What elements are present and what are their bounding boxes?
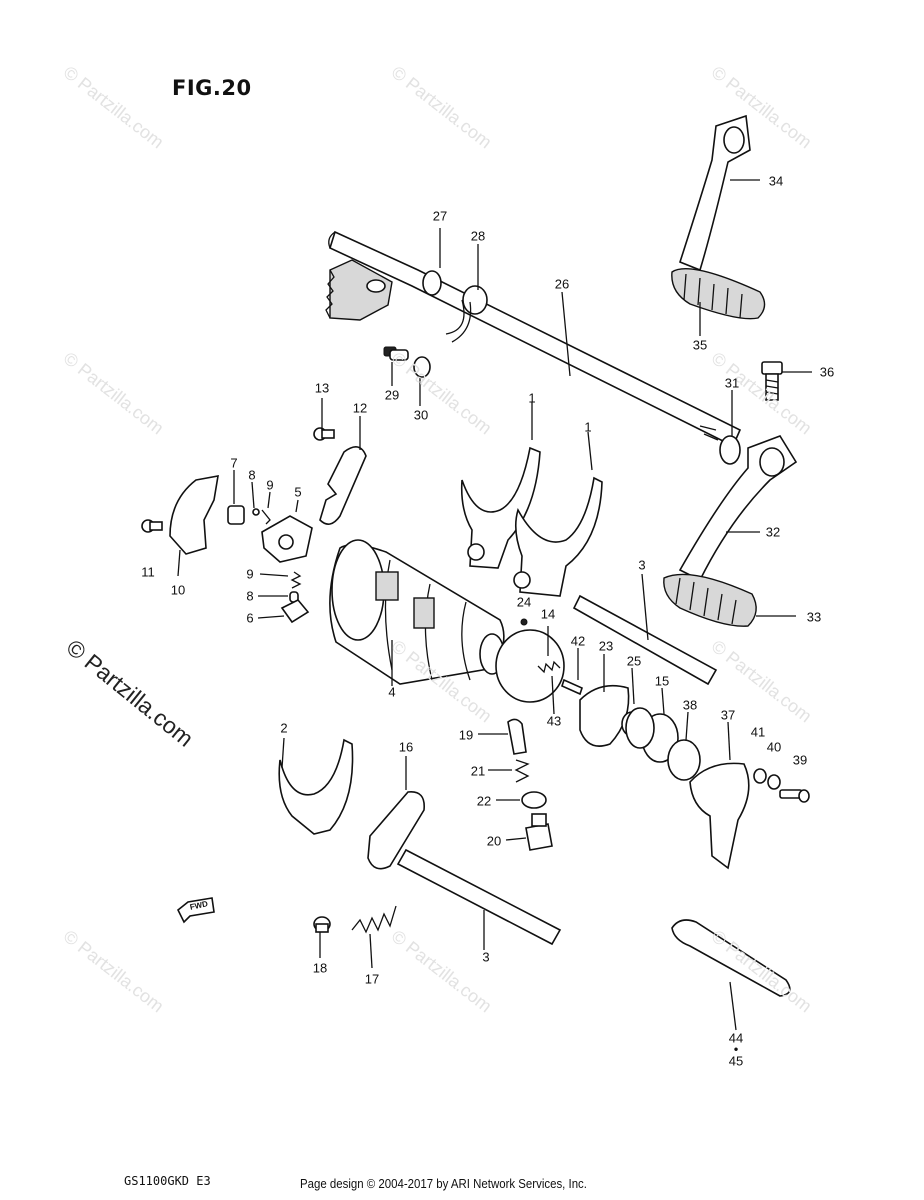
callout-18: 18: [312, 960, 328, 976]
callout-26: 26: [554, 276, 570, 292]
part-22-gasket: [521, 791, 547, 809]
callout-42: 42: [570, 633, 586, 649]
callout-1: 1: [584, 419, 592, 435]
callout-6: 6: [246, 610, 254, 626]
part-1-shift-forks: [460, 446, 603, 597]
part-30-washer: [413, 356, 431, 378]
part-4-gearshift-cam: [329, 539, 505, 685]
part-24-pin: [520, 618, 528, 626]
part-6-pawl: [280, 599, 310, 624]
callout-13: 13: [314, 380, 330, 396]
callout-41: 41: [750, 724, 766, 740]
part-38-o-ring: [667, 739, 701, 781]
callout-3: 3: [638, 557, 646, 573]
callout-24: 24: [516, 594, 532, 610]
callout-33: 33: [806, 609, 822, 625]
part-21-spring: [514, 759, 530, 783]
callout-44: 44: [728, 1030, 744, 1046]
part-13-screw: [313, 427, 335, 441]
callout-27: 27: [432, 208, 448, 224]
leader-lines: [177, 179, 812, 1031]
part-17-spring: [351, 905, 397, 934]
callout-7: 7: [230, 455, 238, 471]
callout-12: 12: [352, 400, 368, 416]
callout-9: 9: [266, 477, 274, 493]
part-19-pin: [507, 718, 527, 755]
part-29-bolt: [383, 346, 409, 361]
callout-45: 45: [728, 1053, 744, 1069]
callout-31: 31: [724, 375, 740, 391]
callout-8: 8: [246, 588, 254, 604]
callout-16: 16: [398, 739, 414, 755]
callout-25: 25: [626, 653, 642, 669]
callout-8: 8: [248, 467, 256, 483]
part-43-spring: [537, 660, 561, 674]
part-23-cam-plate: [579, 684, 630, 747]
callout-40: 40: [766, 739, 782, 755]
callout-4: 4: [388, 684, 396, 700]
part-34-shift-lever-upper: [671, 114, 766, 320]
part-31-seal: [719, 435, 741, 465]
callout-9: 9: [246, 566, 254, 582]
part-5-cam-driven-gear: [227, 505, 313, 563]
part-44-footrest-plate: [671, 919, 791, 997]
callout-11: 11: [141, 564, 155, 580]
callout-43: 43: [546, 713, 562, 729]
callout-30: 30: [413, 407, 429, 423]
part-42-plunger: [561, 678, 583, 696]
callout-15: 15: [654, 673, 670, 689]
part-26-gearshift-shaft: [325, 230, 742, 448]
callout-29: 29: [384, 387, 400, 403]
callout-1: 1: [528, 390, 536, 406]
part-36-bolt: [761, 361, 783, 401]
callout-39: 39: [792, 752, 808, 768]
part-37-cover: [689, 762, 750, 870]
callout-28: 28: [470, 228, 486, 244]
part-18-pin: [313, 916, 331, 933]
part-15-bearing: [625, 707, 679, 763]
part-41-washer: [753, 768, 767, 784]
page-credit: Page design © 2004-2017 by ARI Network S…: [300, 1176, 587, 1191]
part-3-fork-shaft-upper: [572, 594, 718, 686]
callout-3: 3: [482, 949, 490, 965]
callout-38: 38: [682, 697, 698, 713]
part-16-stopper: [367, 791, 425, 870]
part-39-screw: [779, 789, 810, 803]
callout-10: 10: [170, 582, 186, 598]
callout-34: 34: [768, 173, 784, 189]
callout-20: 20: [486, 833, 502, 849]
figure-title: FIG.20: [172, 76, 252, 100]
callout-14: 14: [540, 606, 556, 622]
callout-22: 22: [476, 793, 492, 809]
callout-37: 37: [720, 707, 736, 723]
model-code: GS1100GKD E3: [124, 1174, 211, 1188]
part-10-plate: [169, 475, 219, 555]
part-32-shift-lever-lower: [663, 435, 798, 627]
callout-5: 5: [294, 484, 302, 500]
part-20-plug: [525, 813, 553, 851]
callout-19: 19: [458, 727, 474, 743]
part-9-spring: [290, 571, 302, 589]
callout-36: 36: [819, 364, 835, 380]
callout-23: 23: [598, 638, 614, 654]
callout-32: 32: [765, 524, 781, 540]
part-11-screw: [141, 519, 163, 533]
callout-2: 2: [280, 720, 288, 736]
callout-17: 17: [364, 971, 380, 987]
part-12-stopper-plate: [319, 446, 367, 525]
part-14-o-ring: [495, 629, 565, 703]
callout-separator: •: [733, 1041, 739, 1057]
callout-21: 21: [470, 763, 486, 779]
part-3-fork-shaft-lower: [396, 848, 562, 946]
part-2-shift-fork: [278, 738, 354, 835]
callout-35: 35: [692, 337, 708, 353]
part-40-washer: [767, 774, 781, 790]
fwd-arrow-icon: [176, 897, 215, 924]
